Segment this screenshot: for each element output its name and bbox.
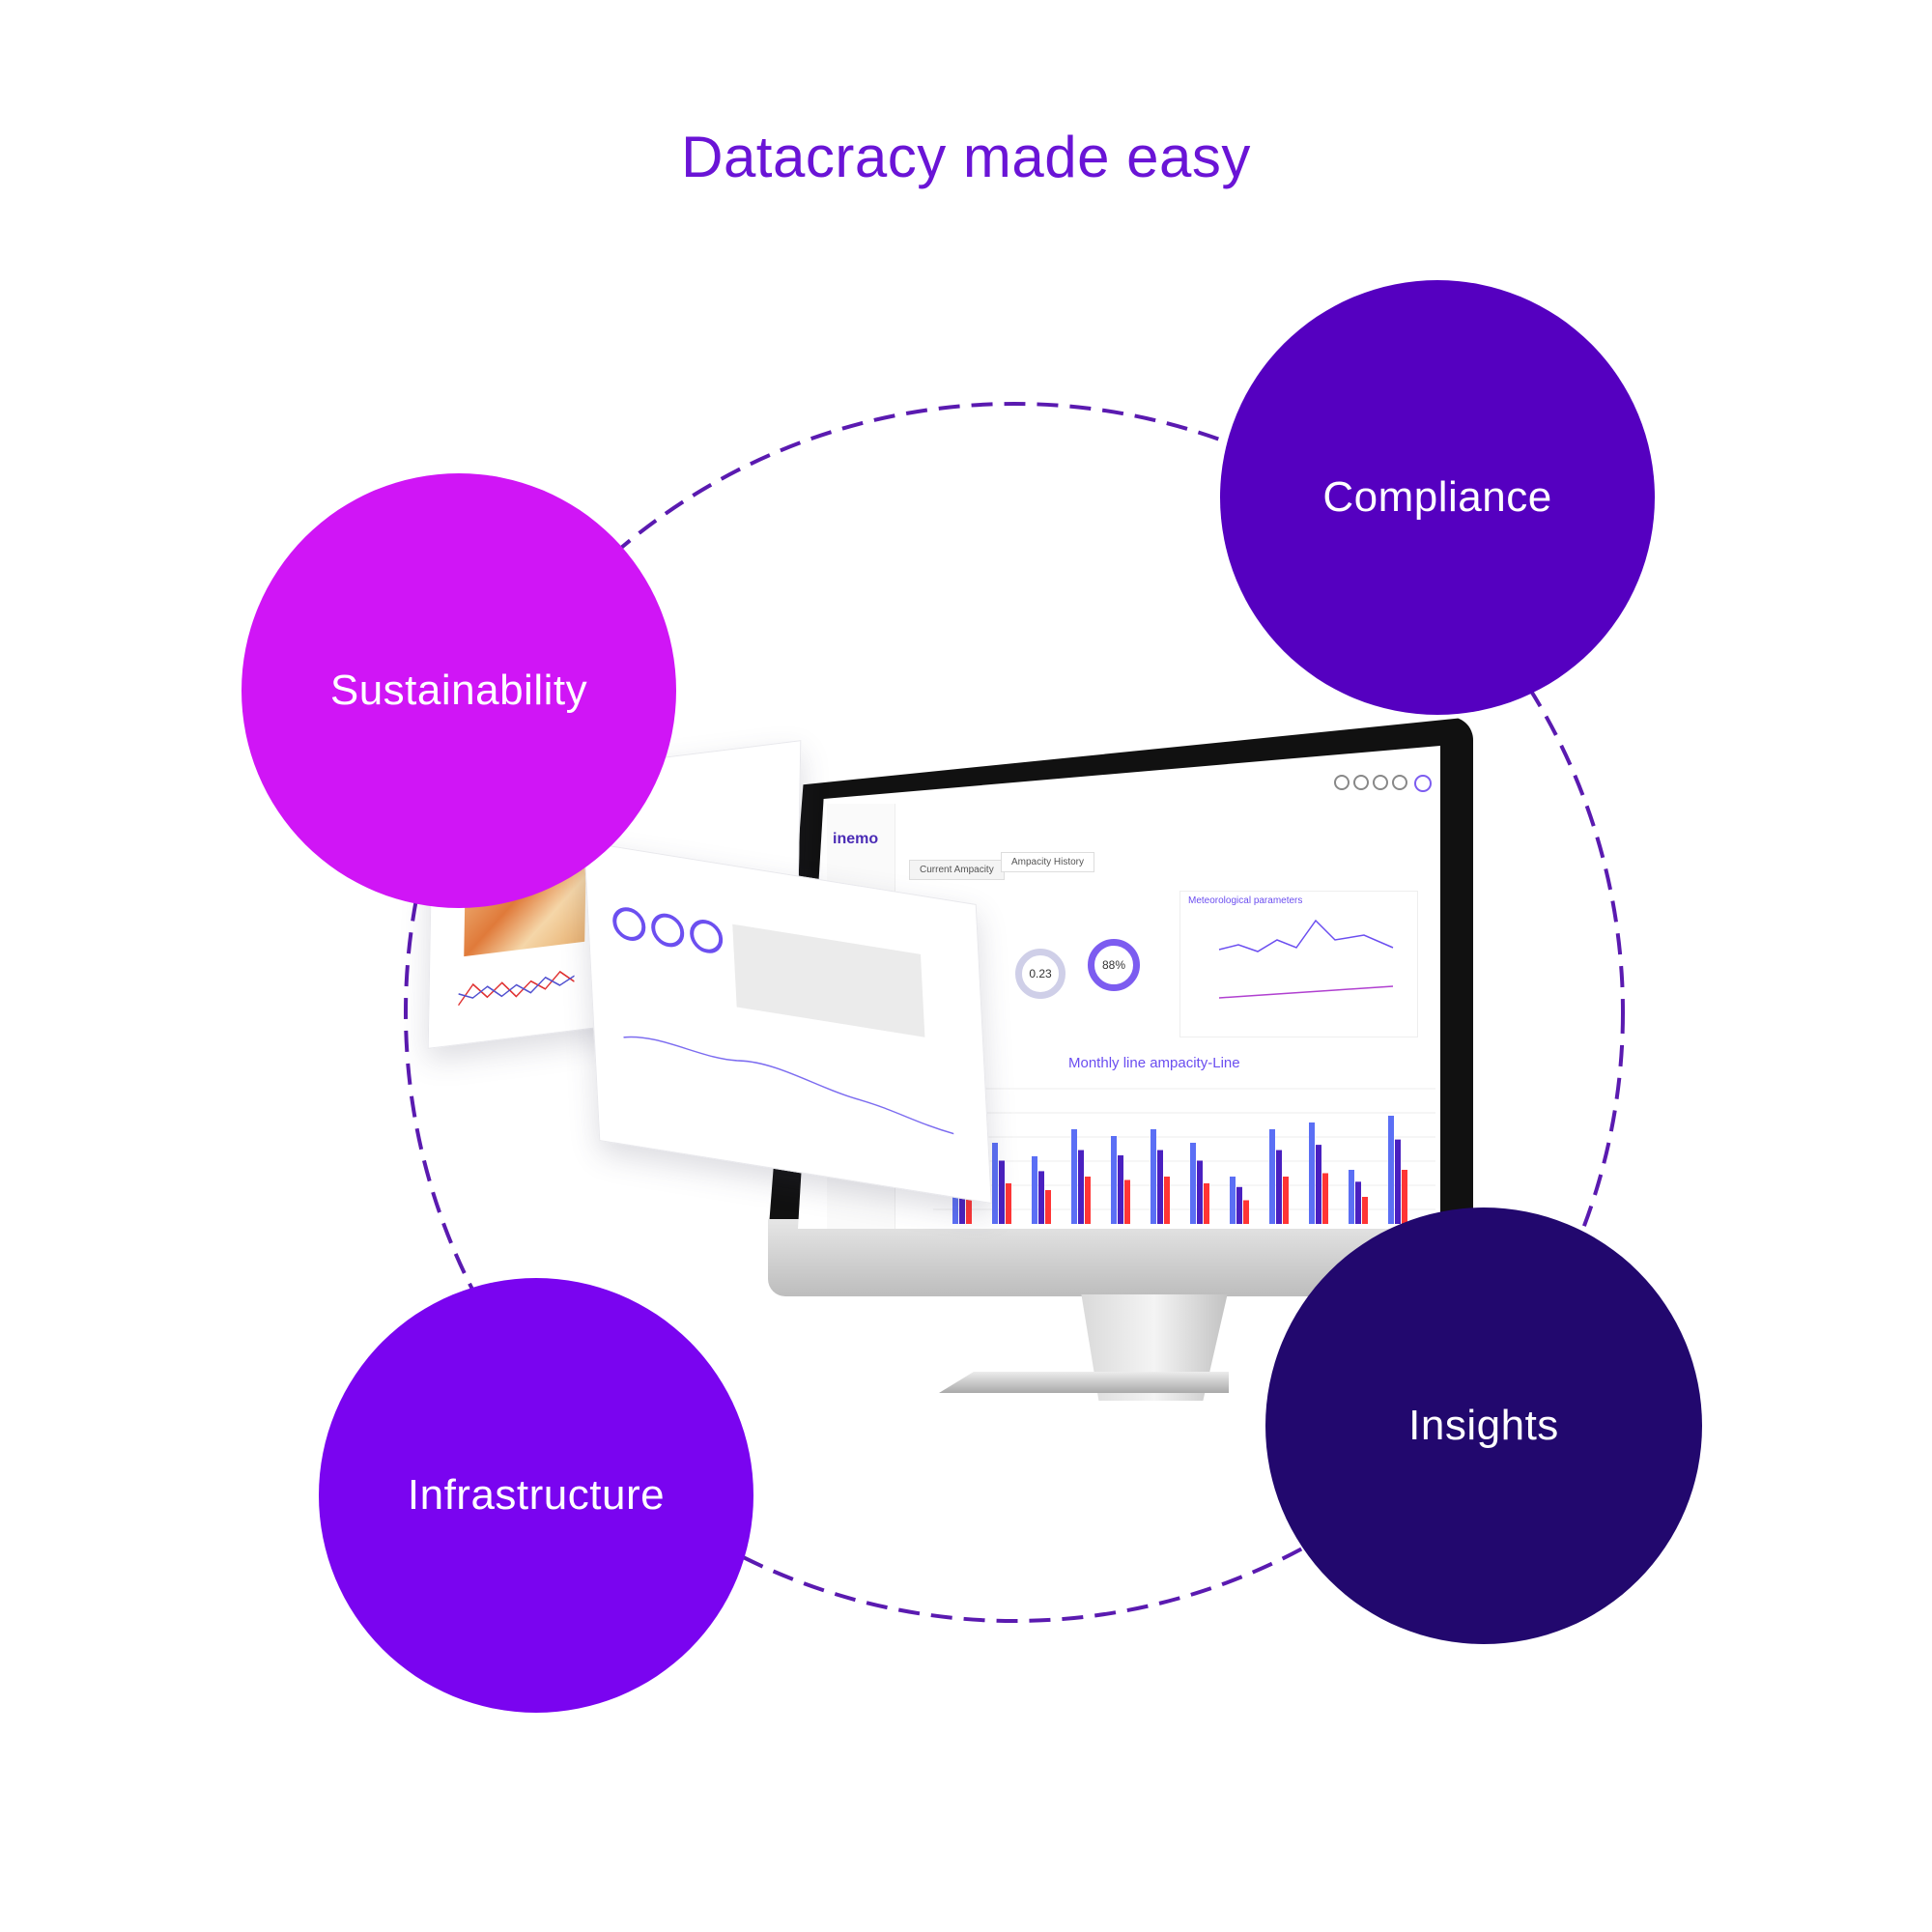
monthly-bar bbox=[1230, 1177, 1236, 1224]
meteorological-title: Meteorological parameters bbox=[1188, 895, 1303, 906]
bubble-sustainability: Sustainability bbox=[242, 473, 676, 908]
monthly-bar bbox=[1085, 1177, 1091, 1224]
meteorological-lines bbox=[1218, 919, 1394, 999]
bubble-insights: Insights bbox=[1265, 1208, 1702, 1644]
dashboard-logo: inemo bbox=[833, 831, 879, 847]
monthly-bar bbox=[1388, 1116, 1394, 1224]
monthly-bar bbox=[992, 1143, 998, 1224]
monthly-bar bbox=[1197, 1160, 1203, 1224]
monthly-bar bbox=[1243, 1200, 1249, 1224]
meteorological-panel: Meteorological parameters bbox=[1179, 891, 1418, 1037]
mini-line-chart bbox=[458, 970, 575, 1007]
monthly-bar bbox=[1269, 1129, 1275, 1224]
europe-map bbox=[732, 923, 925, 1037]
monthly-bar bbox=[1190, 1143, 1196, 1224]
bubble-compliance: Compliance bbox=[1220, 280, 1655, 715]
bubble-infrastructure: Infrastructure bbox=[319, 1278, 753, 1713]
gauge-minimum-load: 0.23 bbox=[1015, 949, 1065, 999]
monthly-bar bbox=[1283, 1177, 1289, 1224]
mini-gauge-3 bbox=[689, 917, 724, 956]
monthly-bar bbox=[1402, 1170, 1407, 1224]
monthly-bar bbox=[1349, 1170, 1354, 1224]
mini-gauge-1 bbox=[611, 904, 647, 944]
translate-icon[interactable] bbox=[1334, 775, 1350, 790]
monthly-bar bbox=[1118, 1155, 1123, 1224]
monthly-bar bbox=[1124, 1179, 1130, 1224]
tab-ampacity-history[interactable]: Ampacity History bbox=[1001, 852, 1095, 872]
bubble-infrastructure-label: Infrastructure bbox=[407, 1471, 666, 1519]
monthly-bar bbox=[1157, 1150, 1163, 1224]
monthly-bar bbox=[1322, 1173, 1328, 1224]
gauge-maximum-load: 88% bbox=[1088, 939, 1140, 991]
monthly-bar bbox=[966, 1186, 972, 1224]
grid-icon[interactable] bbox=[1373, 775, 1388, 790]
mini-gauge-2 bbox=[650, 911, 686, 950]
monthly-bar bbox=[1151, 1129, 1156, 1224]
monthly-bar bbox=[999, 1160, 1005, 1224]
bubble-compliance-label: Compliance bbox=[1322, 473, 1552, 521]
bubble-insights-label: Insights bbox=[1408, 1402, 1559, 1449]
dashboard-topbar bbox=[798, 746, 1440, 823]
monthly-chart-title: Monthly line ampacity-Line bbox=[1068, 1055, 1240, 1071]
monthly-bar bbox=[1395, 1139, 1401, 1224]
tab-current-ampacity[interactable]: Current Ampacity bbox=[909, 860, 1005, 880]
trend-line-chart bbox=[623, 1036, 954, 1135]
monthly-bar-chart bbox=[933, 1088, 1435, 1224]
avatar[interactable] bbox=[1414, 775, 1432, 792]
monthly-bar bbox=[1078, 1150, 1084, 1224]
monthly-bar bbox=[1111, 1136, 1117, 1224]
monthly-bar bbox=[1204, 1183, 1209, 1224]
floating-panel-overview bbox=[583, 840, 992, 1205]
monthly-bar bbox=[1316, 1145, 1321, 1224]
bell-icon[interactable] bbox=[1392, 775, 1407, 790]
sun-icon[interactable] bbox=[1353, 775, 1369, 790]
monthly-bar bbox=[1045, 1190, 1051, 1224]
monitor-stand-foot bbox=[939, 1372, 1229, 1393]
monthly-bar bbox=[1355, 1181, 1361, 1224]
monthly-bar bbox=[1032, 1156, 1037, 1224]
floating-panel-map bbox=[427, 740, 802, 1049]
headline: Datacracy made easy bbox=[681, 125, 1251, 189]
monthly-bar bbox=[1038, 1171, 1044, 1224]
monthly-bar bbox=[1362, 1197, 1368, 1224]
monthly-bar bbox=[1006, 1183, 1011, 1224]
monthly-bar bbox=[1236, 1186, 1242, 1224]
monthly-bar bbox=[1071, 1129, 1077, 1224]
monthly-bar bbox=[1164, 1177, 1170, 1224]
monthly-bar bbox=[1276, 1150, 1282, 1224]
bubble-sustainability-label: Sustainability bbox=[329, 667, 588, 714]
monthly-bar bbox=[1309, 1122, 1315, 1224]
